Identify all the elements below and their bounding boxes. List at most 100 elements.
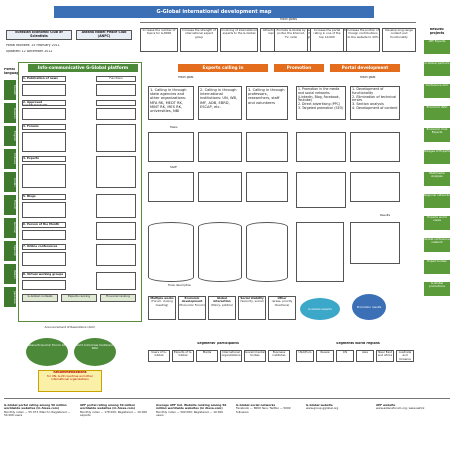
region-segment: Asia <box>356 350 374 362</box>
participant-segment: Governmental bodies <box>244 350 266 362</box>
portal-step: 2. Elimination of technical errors <box>352 94 397 103</box>
staff-box <box>246 172 288 202</box>
participant-segment: Media <box>196 350 218 362</box>
participant-segment: Experts of G-Global <box>172 350 194 362</box>
footer-row: G-Global portal rating among 50 million … <box>4 404 450 444</box>
promotion-steps: 1. Promotion in the media and social net… <box>296 86 346 120</box>
results-label: Results <box>380 214 391 217</box>
right-sidebar-item[interactable]: Multimedia Analysis <box>424 172 450 186</box>
region-segment: Australia and Oceania <box>396 350 414 362</box>
platform-section[interactable]: 4. Experts <box>22 156 66 162</box>
platform-subbox <box>96 244 136 266</box>
bottom-tool-sub: (Policy, politics) <box>211 302 233 307</box>
language-item[interactable]: French <box>4 195 16 215</box>
functions-header: Functions <box>96 76 136 82</box>
bottom-tool-sub: (Security, social) <box>240 299 264 304</box>
platform-subbox <box>22 164 66 188</box>
experts-header: Experts calling in <box>178 64 268 72</box>
region-segment: USA/Euro <box>296 350 314 362</box>
footer-item: G-Global portal rating among 50 million … <box>4 404 74 442</box>
aef-ellipse: Astana Economic Forum AEF <box>26 338 68 366</box>
language-item[interactable]: Spanish <box>4 241 16 261</box>
platform-subbox <box>22 132 66 152</box>
platform-section[interactable]: 7. Online conferences <box>22 244 66 250</box>
right-sidebar-item[interactable]: Conference ACC <box>424 84 450 98</box>
task-box <box>296 132 346 162</box>
staff-box <box>350 172 400 202</box>
platform-section[interactable]: 6. Person of the Month <box>22 222 66 228</box>
region-segment: Near East and Africa <box>376 350 394 362</box>
right-sidebar-item[interactable]: Global conference network <box>424 238 450 252</box>
platform-subbox <box>22 84 66 96</box>
footer-item-title: G-Global portal rating among 50 million … <box>4 404 67 411</box>
footer-item-text[interactable]: www.astanaforum.org; www.aef.kz <box>376 406 425 411</box>
promotion-step: 3. Targeted promotion (SEO) <box>298 105 344 110</box>
segments-participants-title: Segments' participants <box>197 342 239 345</box>
language-item[interactable]: German <box>4 218 16 238</box>
platform-section[interactable]: 1. Publication of news <box>22 76 66 82</box>
expert-step: 1. Calling in through state agencies and… <box>148 86 194 120</box>
tools-cylinder <box>246 222 288 282</box>
bottom-tool: Other (areas, priority directions) <box>268 296 296 320</box>
footer-item-text[interactable]: www.group.gglobal.org <box>306 406 339 411</box>
bottom-tool: Multiple works (Forum, closing meeting) <box>148 296 176 320</box>
right-sidebar-item[interactable]: Pledges of Experts <box>424 150 450 164</box>
bottom-tool: Social stability (Security, social) <box>238 296 266 320</box>
right-sidebar-item[interactable]: Regional networks <box>424 194 450 208</box>
language-item[interactable]: Italian <box>4 264 16 284</box>
top-goal-block: Increase the strength of international e… <box>180 28 218 52</box>
bottom-tool: Economic development (Economic Forum) <box>178 296 206 320</box>
info-platform-title: Info-communicative G-Global platform <box>28 64 138 72</box>
bottom-tool-sub: (areas, priority directions) <box>271 299 293 307</box>
right-sidebar-item[interactable]: G-Global promotions <box>424 282 450 296</box>
platform-bottom-tab[interactable]: Financial ranking <box>100 294 136 302</box>
participant-segment: International organizations <box>220 350 242 362</box>
portal-header: Portal development <box>330 64 400 72</box>
right-sidebar-item[interactable]: Experts world views <box>424 216 450 230</box>
platform-subbox <box>22 252 66 266</box>
promotion-step: 1. Promotion in the media and social net… <box>298 87 340 103</box>
footer-item: G-Global website www.group.gglobal.org <box>306 404 370 442</box>
founded-date: Portal founded: 25 February 2011 <box>6 44 60 47</box>
footer-item-text: Monthly index — 55 073 (March); Register… <box>4 409 71 417</box>
right-sidebar-item[interactable]: Economic WAC <box>424 106 450 120</box>
expert-step: 2. Calling in through international inst… <box>198 86 242 120</box>
main-goals-label: Main goals <box>280 18 298 21</box>
participant-segment: Business institutes <box>268 350 290 362</box>
right-sidebar-item[interactable]: AEF Experts <box>424 40 450 54</box>
footer-item-title: G-Global social networks <box>236 404 276 407</box>
right-sidebar-title: Results: projects <box>429 28 445 35</box>
platform-bottom-tab[interactable]: Experts ranking <box>61 294 97 302</box>
right-goal-block: Increase the portion of foreign contribu… <box>346 28 380 52</box>
footer-item-text: Monthly index — 500 000; Registered — 10… <box>156 409 224 417</box>
platform-subbox <box>96 222 136 240</box>
bottom-tool-sub: (Economic Forum) <box>179 302 205 307</box>
segments-world-list: USA/Euro Russia CIS Asia Near East and A… <box>296 350 416 364</box>
platform-section[interactable]: 5. Blogs <box>22 194 66 200</box>
platform-section[interactable]: 2. Approved events/projects <box>22 100 66 106</box>
language-item[interactable]: English <box>4 126 16 146</box>
right-sidebar-item[interactable]: Economic Club Experts <box>424 128 450 142</box>
staff-label: Staff <box>170 166 177 169</box>
updated-date: Updated: 12 December 2012 <box>6 50 53 53</box>
language-item[interactable]: Japanese <box>4 287 16 307</box>
platform-bottom-tab[interactable]: G-Global contests <box>22 294 58 302</box>
main-goal-label: Main goal <box>178 76 194 79</box>
platform-subbox <box>96 272 136 290</box>
platform-section[interactable]: 3. Forums <box>22 124 66 130</box>
task-box <box>198 132 242 162</box>
recommendations-title: Recommendations <box>53 371 87 374</box>
participant-segment: Users of G-Global <box>148 350 170 362</box>
language-item[interactable]: Arabic <box>4 172 16 192</box>
top-goal-block: Increase the number of topics for G-8000 <box>140 28 178 52</box>
portal-step: 3. Section analysis <box>352 102 384 107</box>
platform-section[interactable]: 8. Virtual working groups <box>22 272 66 278</box>
task-box <box>350 132 400 162</box>
tools-cylinder <box>198 222 242 282</box>
right-sidebar-item[interactable]: Expert bodies <box>424 260 450 274</box>
language-item[interactable]: Chinese <box>4 149 16 169</box>
right-sidebar-item[interactable]: G-Global partners <box>424 62 450 76</box>
wac-ellipse: World Anti-Crisis Conference WAC <box>74 338 116 366</box>
language-item[interactable]: Kazakh <box>4 80 16 100</box>
language-item[interactable]: Russian <box>4 103 16 123</box>
